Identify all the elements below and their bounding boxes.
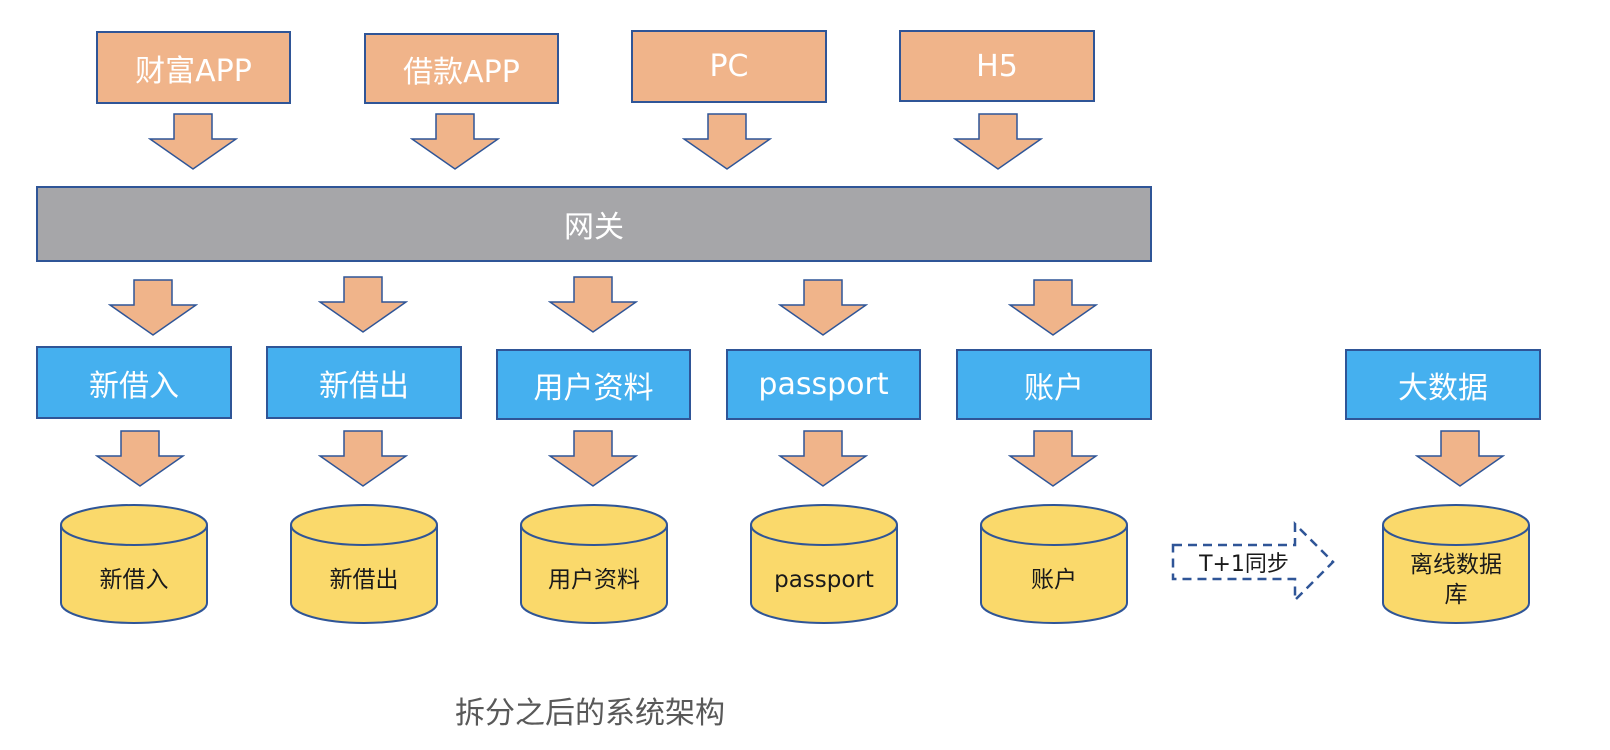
- down-arrow-icon: [1415, 430, 1505, 487]
- client-box-h5: H5: [899, 30, 1095, 102]
- database-cylinder-icon: [60, 504, 208, 624]
- database-label: 离线数据库: [1410, 552, 1502, 608]
- database-label: passport: [774, 567, 874, 593]
- down-arrow-icon: [682, 113, 772, 170]
- down-arrow-icon: [148, 113, 238, 170]
- down-arrow-icon: [778, 279, 868, 336]
- database-label: 新借入: [99, 567, 169, 593]
- database-label: 用户资料: [548, 567, 640, 593]
- client-box-loan-app: 借款APP: [364, 33, 559, 104]
- service-box-big-data: 大数据: [1345, 349, 1541, 420]
- database-label: 账户: [1031, 567, 1077, 593]
- gateway-label: 网关: [564, 210, 624, 245]
- service-box-new-borrow: 新借入: [36, 346, 232, 419]
- down-arrow-icon: [953, 113, 1043, 170]
- service-label: 大数据: [1398, 370, 1488, 406]
- client-label: 财富APP: [135, 53, 252, 89]
- database-account: 账户: [979, 503, 1129, 625]
- database-cylinder-icon: [290, 504, 438, 624]
- client-label: PC: [709, 49, 749, 84]
- database-label: 新借出: [329, 567, 399, 593]
- service-label: 账户: [1024, 370, 1084, 406]
- down-arrow-icon: [548, 430, 638, 487]
- down-arrow-icon: [1008, 430, 1098, 487]
- database-cylinder-icon: [750, 504, 898, 624]
- down-arrow-icon: [778, 430, 868, 487]
- database-user-profile: 用户资料: [519, 503, 669, 625]
- down-arrow-icon: [108, 279, 198, 336]
- dashed-right-arrow-icon: [1171, 520, 1335, 604]
- database-cylinder-icon: [980, 504, 1128, 624]
- down-arrow-icon: [1008, 279, 1098, 336]
- service-box-passport: passport: [726, 349, 921, 420]
- down-arrow-icon: [410, 113, 500, 170]
- down-arrow-icon: [318, 430, 408, 487]
- service-box-user-profile: 用户资料: [496, 349, 691, 420]
- gateway-bar: 网关: [36, 186, 1152, 262]
- service-label: 新借入: [89, 368, 179, 404]
- database-cylinder-icon: [520, 504, 668, 624]
- down-arrow-icon: [548, 276, 638, 333]
- down-arrow-icon: [318, 276, 408, 333]
- sync-label: T+1同步: [1199, 552, 1289, 577]
- database-cylinder-icon: [1382, 504, 1530, 624]
- down-arrow-icon: [95, 430, 185, 487]
- diagram-caption: 拆分之后的系统架构: [455, 696, 725, 731]
- service-label: 用户资料: [533, 370, 654, 406]
- service-box-new-lend: 新借出: [266, 346, 462, 419]
- client-box-wealth-app: 财富APP: [96, 31, 291, 104]
- service-label: passport: [758, 367, 889, 402]
- client-label: 借款APP: [403, 54, 520, 90]
- sync-arrow: T+1同步: [1170, 520, 1338, 604]
- database-new-lend: 新借出: [289, 503, 439, 625]
- database-new-borrow: 新借入: [59, 503, 209, 625]
- service-box-account: 账户: [956, 349, 1152, 420]
- database-passport: passport: [749, 503, 899, 625]
- database-offline: 离线数据库: [1381, 503, 1531, 625]
- client-label: H5: [976, 48, 1018, 84]
- service-label: 新借出: [319, 368, 409, 404]
- client-box-pc: PC: [631, 30, 827, 103]
